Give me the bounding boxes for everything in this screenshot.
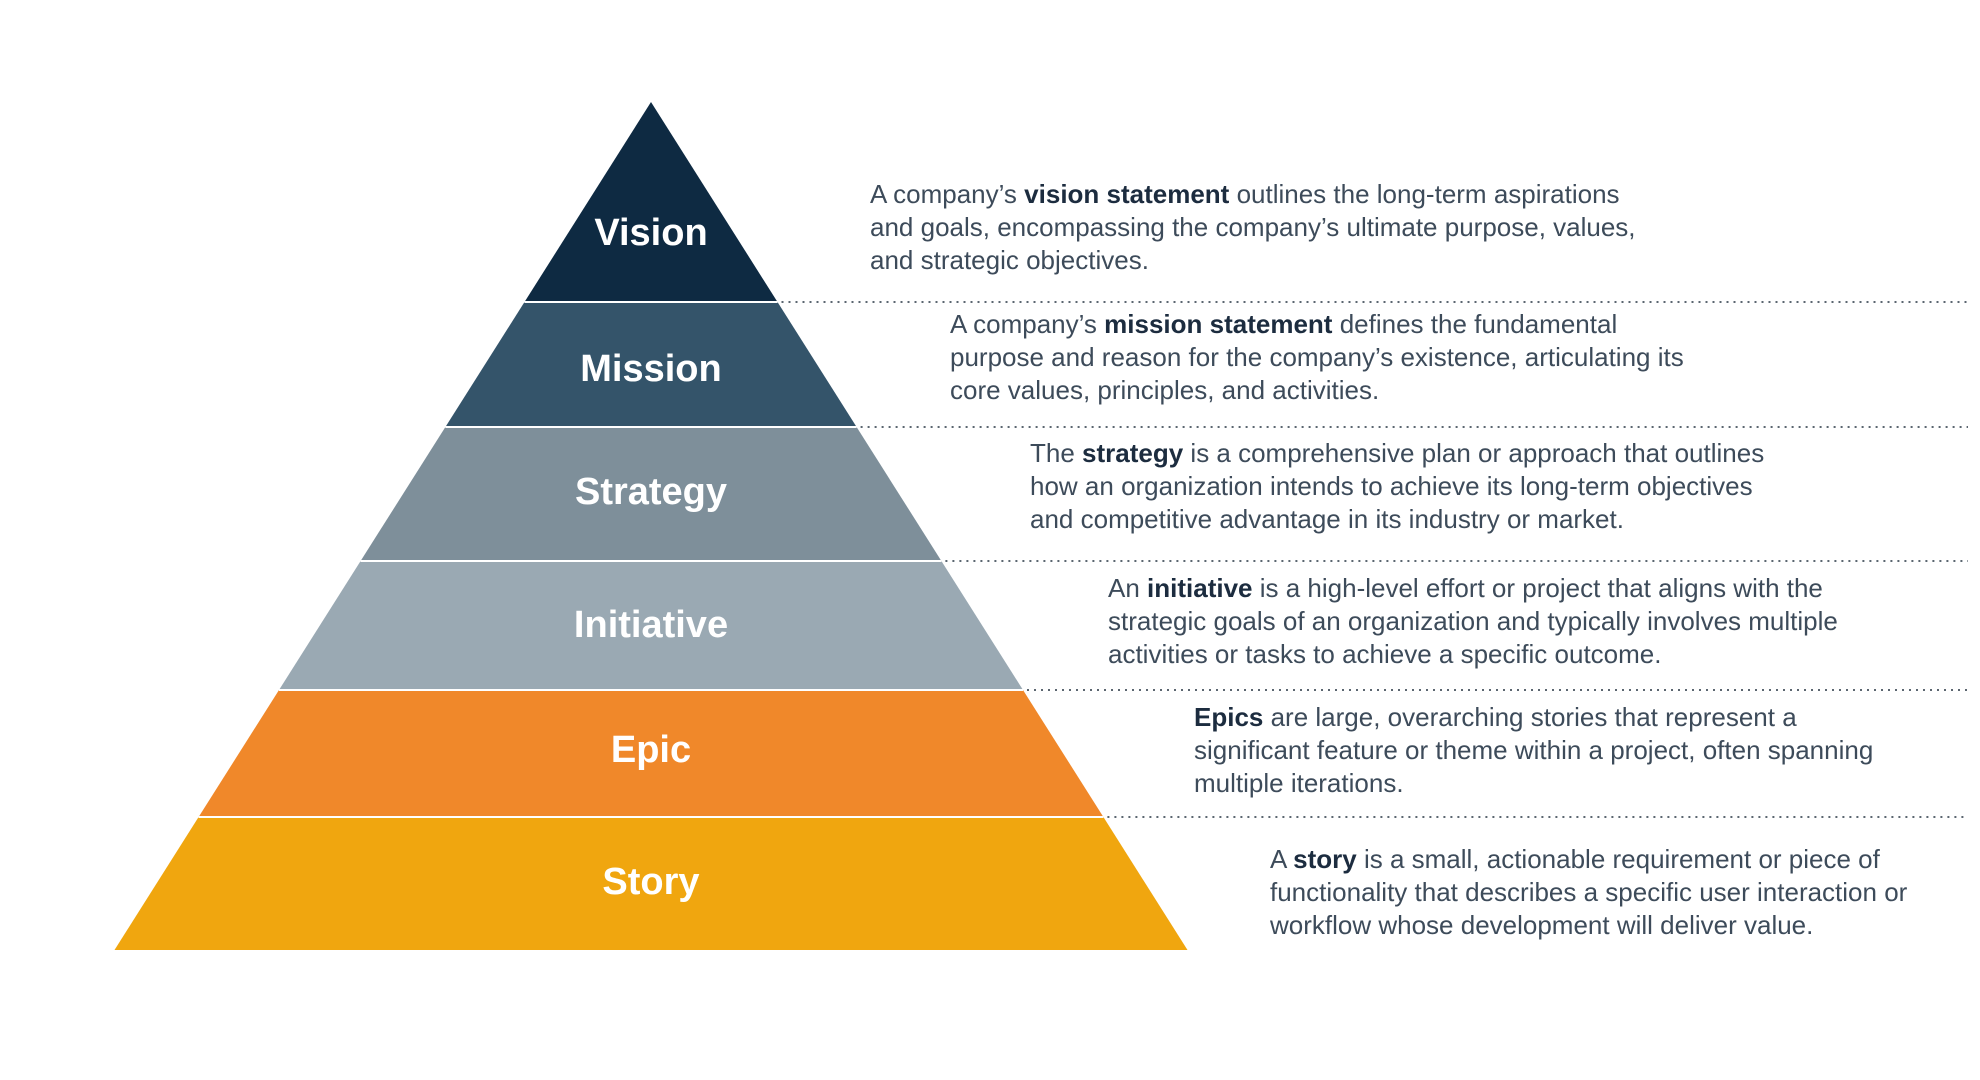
story-term: story [1293, 844, 1357, 874]
epic-term: Epics [1194, 702, 1264, 732]
vision-term: vision statement [1024, 179, 1230, 209]
story-tier [114, 817, 1188, 950]
initiative-tier-label: Initiative [574, 604, 728, 646]
strategy-description: The strategy is a comprehensive plan or … [1030, 438, 1765, 534]
mission-tier-label: Mission [580, 348, 721, 390]
mission-tier [445, 302, 857, 427]
epic-tier [198, 690, 1104, 817]
mission-description: A company’s mission statement defines th… [950, 309, 1684, 405]
initiative-term: initiative [1147, 573, 1253, 603]
initiative-description: An initiative is a high-level effort or … [1108, 573, 1838, 669]
initiative-tier [279, 561, 1023, 690]
vision-tier [524, 102, 778, 302]
mission-term: mission statement [1104, 309, 1333, 339]
epic-tier-label: Epic [611, 729, 691, 771]
strategy-tier-label: Strategy [575, 471, 727, 513]
vision-description: A company’s vision statement outlines th… [870, 179, 1636, 275]
strategy-term: strategy [1082, 438, 1184, 468]
strategy-tier [360, 427, 942, 561]
story-tier-label: Story [602, 861, 699, 903]
story-description: A story is a small, actionable requireme… [1270, 844, 1908, 940]
epic-description: Epics are large, overarching stories tha… [1194, 702, 1874, 798]
vision-tier-label: Vision [594, 212, 707, 254]
